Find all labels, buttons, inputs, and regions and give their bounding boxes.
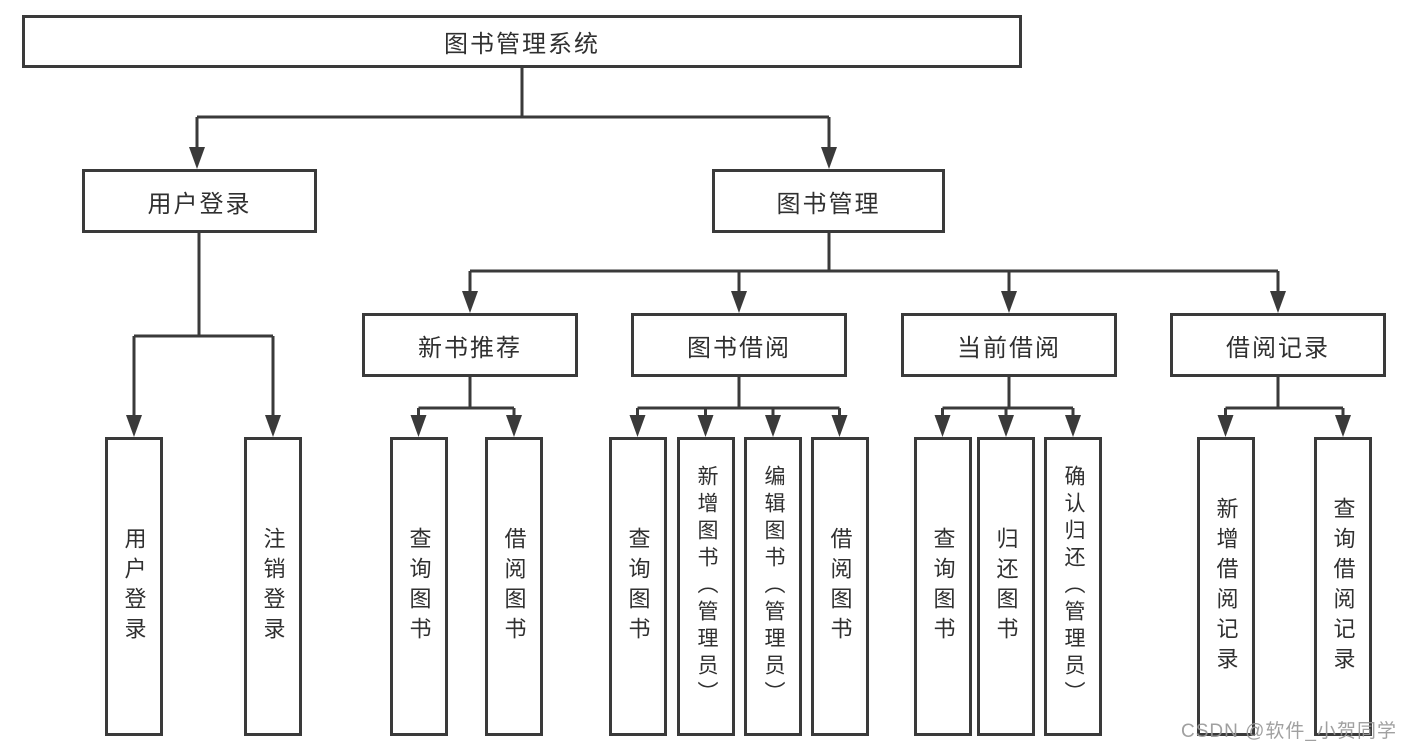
node-label: 新书推荐 xyxy=(418,334,522,362)
leaf-add-borrow-record: 新增借阅记录 xyxy=(1197,437,1255,736)
leaf-logout: 注销登录 xyxy=(244,437,302,736)
csdn-watermark: CSDN @软件_小贺同学 xyxy=(1181,721,1397,742)
leaf-add-book-admin: 新增图书（管理员） xyxy=(677,437,735,736)
group-book-borrowing: 图书借阅 xyxy=(631,313,847,377)
node-label: 新增图书（管理员） xyxy=(695,465,719,708)
group-current-borrowing: 当前借阅 xyxy=(901,313,1117,377)
group-new-book-recommendation: 新书推荐 xyxy=(362,313,578,377)
leaf-query-books-2: 查询图书 xyxy=(609,437,667,736)
leaf-query-books-3: 查询图书 xyxy=(914,437,972,736)
node-label: 编辑图书（管理员） xyxy=(762,465,786,708)
branch-book-management: 图书管理 xyxy=(712,169,945,233)
arrowheads xyxy=(126,147,1351,437)
leaf-borrow-books-1: 借阅图书 xyxy=(485,437,543,736)
node-label: 借阅图书 xyxy=(501,526,527,647)
node-label: 借阅记录 xyxy=(1226,334,1330,362)
leaf-query-borrow-record: 查询借阅记录 xyxy=(1314,437,1372,736)
leaf-borrow-books-2: 借阅图书 xyxy=(811,437,869,736)
node-label: 当前借阅 xyxy=(957,334,1061,362)
connector-paths xyxy=(132,68,1345,416)
node-label: 查询图书 xyxy=(625,526,651,647)
node-label: 归还图书 xyxy=(993,526,1019,647)
node-label: 图书管理系统 xyxy=(444,31,600,58)
branch-user-login: 用户登录 xyxy=(82,169,317,233)
node-label: 查询图书 xyxy=(406,526,432,647)
node-label: 查询图书 xyxy=(930,526,956,647)
node-label: 用户登录 xyxy=(121,526,147,647)
node-label: 图书借阅 xyxy=(687,334,791,362)
node-label: 查询借阅记录 xyxy=(1330,496,1356,677)
leaf-query-books-1: 查询图书 xyxy=(390,437,448,736)
leaf-edit-book-admin: 编辑图书（管理员） xyxy=(744,437,802,736)
node-library-management-system: 图书管理系统 xyxy=(22,15,1022,68)
node-label: 图书管理 xyxy=(776,190,881,218)
node-label: 确认归还（管理员） xyxy=(1062,465,1086,708)
node-label: 注销登录 xyxy=(260,526,286,647)
group-borrowing-records: 借阅记录 xyxy=(1170,313,1386,377)
node-label: 新增借阅记录 xyxy=(1213,496,1239,677)
leaf-confirm-return-admin: 确认归还（管理员） xyxy=(1044,437,1102,736)
node-label: 用户登录 xyxy=(147,190,252,218)
leaf-return-book: 归还图书 xyxy=(977,437,1035,736)
node-label: 借阅图书 xyxy=(827,526,853,647)
leaf-user-login: 用户登录 xyxy=(105,437,163,736)
